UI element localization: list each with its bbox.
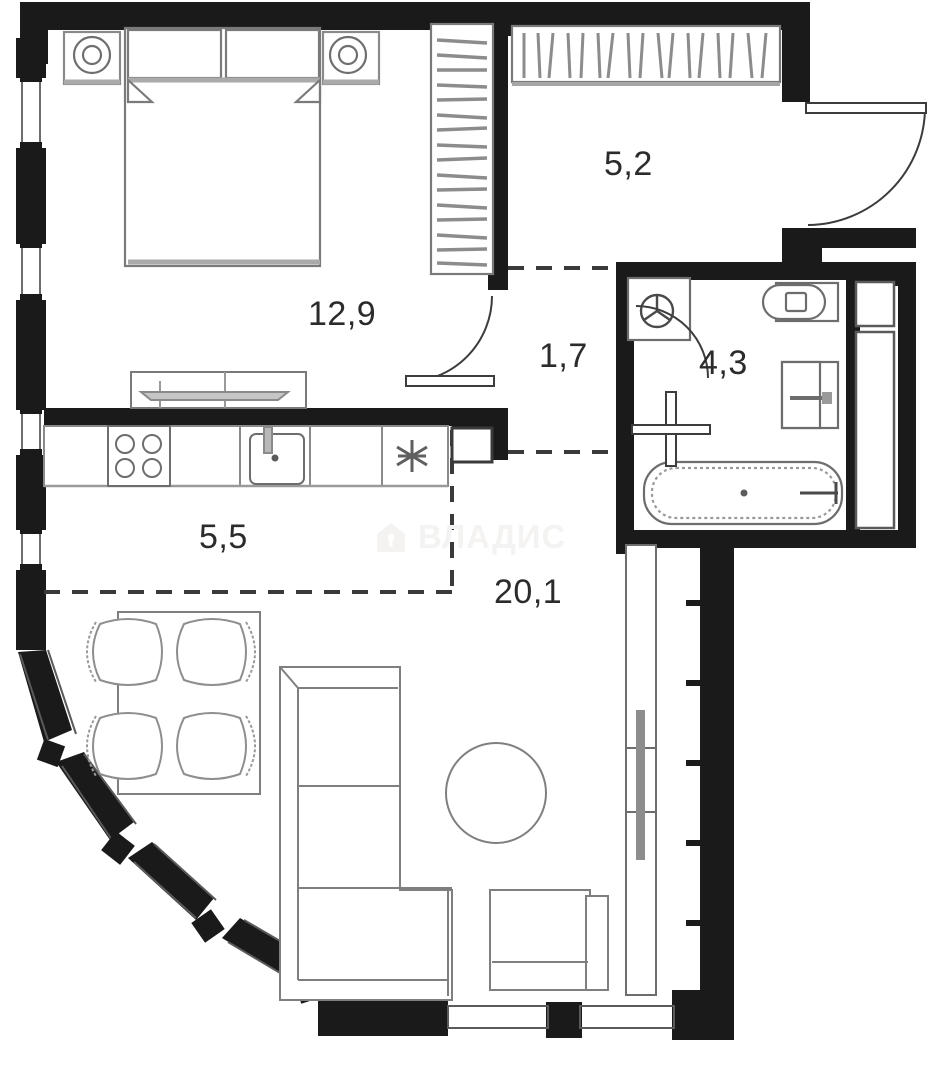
toilet bbox=[761, 281, 840, 323]
bedroom-furniture bbox=[62, 22, 495, 387]
loggia-window bbox=[625, 544, 657, 996]
structural-walls bbox=[16, 2, 916, 1040]
room-label-kitchen: 5,5 bbox=[199, 518, 248, 556]
corner-sofa bbox=[279, 666, 453, 1001]
range-hood bbox=[130, 371, 307, 409]
balcony-glazing bbox=[854, 280, 896, 530]
room-label-hall: 5,2 bbox=[604, 145, 653, 183]
bedroom-door bbox=[405, 295, 495, 387]
hall-furniture bbox=[510, 24, 927, 226]
dining-chair bbox=[86, 618, 256, 780]
coffee-table bbox=[445, 742, 547, 844]
washing-machine bbox=[626, 276, 692, 342]
zone-dividers bbox=[44, 266, 612, 594]
bathroom-fixtures bbox=[626, 276, 896, 530]
entrance-door bbox=[805, 102, 927, 226]
cooktop bbox=[107, 425, 171, 487]
sink-vanity bbox=[780, 360, 840, 430]
wardrobe-hangers bbox=[436, 38, 488, 267]
room-label-corridor: 1,7 bbox=[539, 337, 588, 375]
nightstand-left bbox=[62, 30, 122, 86]
room-label-bathroom: 4,3 bbox=[699, 344, 748, 382]
wardrobe-bedroom bbox=[429, 22, 495, 276]
hall-closet-hangers bbox=[522, 32, 768, 79]
double-bed bbox=[123, 26, 322, 268]
armchair bbox=[489, 889, 609, 991]
nightstand-right bbox=[321, 30, 381, 86]
room-label-living-room: 20,1 bbox=[494, 573, 563, 611]
kitchen-sink bbox=[249, 426, 305, 485]
bathroom-door bbox=[631, 305, 711, 467]
bathtub bbox=[642, 460, 844, 526]
living-room-furniture bbox=[86, 544, 657, 1001]
room-label-bedroom: 12,9 bbox=[308, 295, 377, 333]
kitchen-furniture bbox=[43, 371, 494, 488]
kitchen-counter bbox=[43, 425, 449, 488]
refrigerator bbox=[396, 440, 428, 472]
